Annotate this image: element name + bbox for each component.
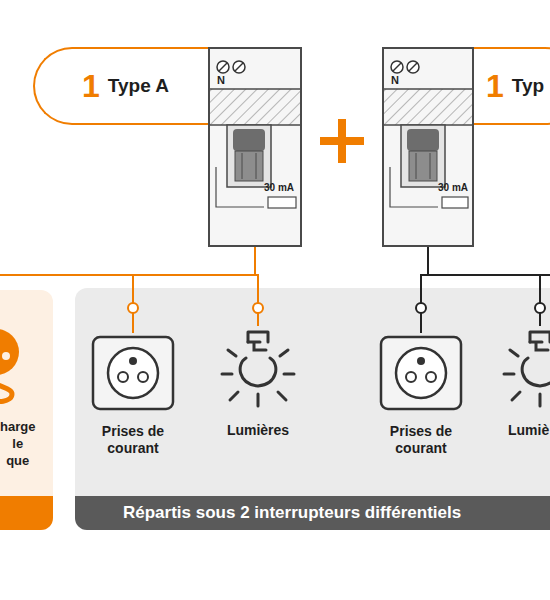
charger-icon <box>0 290 53 410</box>
plus-sign <box>320 119 364 163</box>
light-icon <box>500 328 550 410</box>
item-label: Lumiè <box>500 422 550 439</box>
breaker: N 30 mA <box>208 47 302 247</box>
wire <box>416 247 428 333</box>
callout-number: 1 <box>486 69 504 103</box>
circuit-panel: Répartis sous 2 interrupteurs différenti… <box>75 288 550 530</box>
grey-panel <box>75 288 550 530</box>
sensitivity-rating: 30 mA <box>264 182 294 193</box>
type-label: 1 Typ <box>474 47 550 125</box>
wire <box>253 247 263 326</box>
light-icon <box>218 328 298 410</box>
card-caption: harge le que <box>0 418 35 469</box>
panel-caption: Répartis sous 2 interrupteurs différenti… <box>123 503 461 523</box>
neutral-mark: N <box>217 74 225 86</box>
neutral-mark: N <box>391 74 399 86</box>
orange-bus-extension <box>0 274 132 276</box>
socket-item: Prises de courant <box>376 335 466 457</box>
socket-icon <box>91 335 175 411</box>
socket-item: Prises de courant <box>88 335 178 457</box>
item-label: Prises de courant <box>376 423 466 457</box>
panel-band: Répartis sous 2 interrupteurs différenti… <box>75 496 550 530</box>
junction-dot <box>416 303 426 313</box>
light-item: Lumières <box>213 328 303 439</box>
type-label: 1 Type A <box>33 47 208 125</box>
item-label: Prises de courant <box>88 423 178 457</box>
charger-card: harge le que <box>0 290 53 530</box>
breaker: N 30 mA <box>382 47 474 247</box>
type-name: Typ <box>512 75 544 97</box>
junction-dot <box>253 303 263 313</box>
light-item: Lumiè <box>500 328 550 439</box>
type-name: Type A <box>108 75 169 97</box>
sensitivity-rating: 30 mA <box>438 182 468 193</box>
wire <box>428 247 545 326</box>
item-label: Lumières <box>213 422 303 439</box>
junction-dot <box>128 303 138 313</box>
card-bar <box>0 496 53 530</box>
wire <box>128 247 255 333</box>
junction-dot <box>535 303 545 313</box>
callout-number: 1 <box>82 69 100 103</box>
socket-icon <box>379 335 463 411</box>
